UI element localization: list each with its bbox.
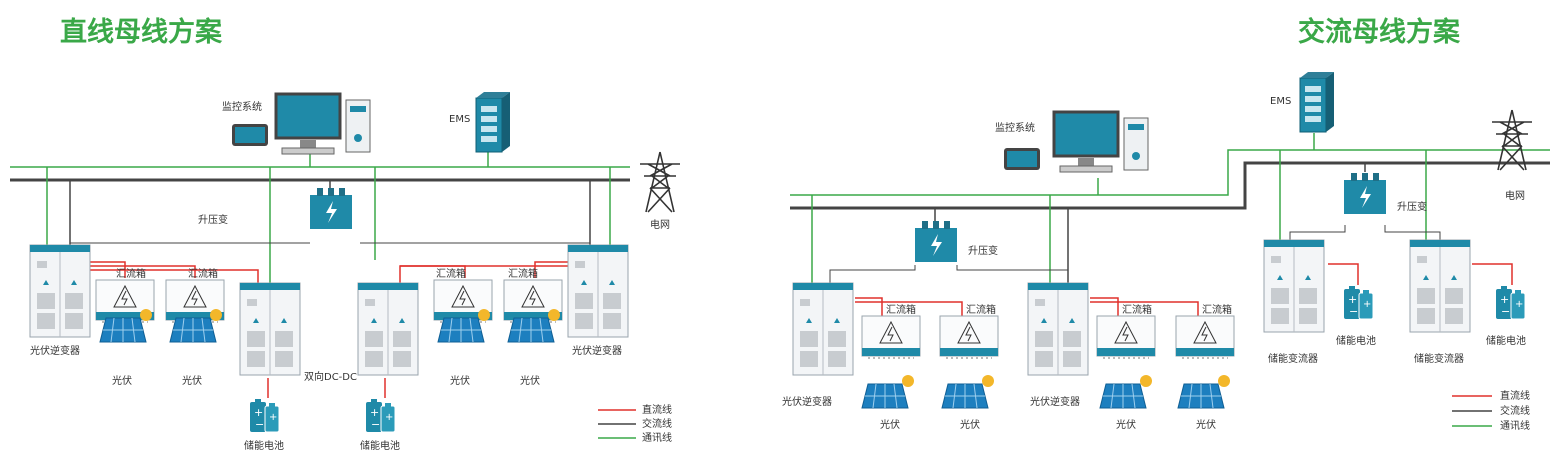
grid-label: 电网	[650, 218, 670, 231]
battery-label-1: 储能电池	[1336, 334, 1376, 347]
pv-label-1: 光伏	[880, 418, 900, 431]
combiner-label-1: 汇流箱	[886, 303, 916, 316]
pv-label-2: 光伏	[960, 418, 980, 431]
combiner-box-icon	[939, 315, 999, 359]
combiner-box-icon	[861, 315, 921, 359]
combiner-label-4: 汇流箱	[508, 267, 538, 280]
battery-label-1: 储能电池	[244, 439, 284, 452]
transformer-icon	[915, 221, 957, 262]
pv-inverter-icon	[792, 282, 854, 376]
combiner-box-icon	[1175, 315, 1235, 359]
pv-label-4: 光伏	[1196, 418, 1216, 431]
battery-icon	[249, 398, 280, 433]
pv-label-3: 光伏	[1116, 418, 1136, 431]
monitor-label: 监控系统	[222, 100, 262, 113]
pv-inverter-left-label: 光伏逆变器	[30, 344, 80, 357]
pcs-label-2: 储能变流器	[1414, 352, 1464, 365]
transformer-icon	[1344, 173, 1386, 214]
pv-inverter-left-icon	[29, 244, 91, 338]
combiner-label-3: 汇流箱	[1122, 303, 1152, 316]
pv-label-3: 光伏	[450, 374, 470, 387]
pcs-icon	[1409, 239, 1471, 333]
ac-bus-diagram: 监控系统 EMS 升压变 升压变 电网 光伏逆变器 光伏逆变器 汇流箱 汇流箱 …	[782, 71, 1550, 432]
grid-tower-icon	[1491, 109, 1533, 171]
pcs-icon	[1263, 239, 1325, 333]
comm-bus-line	[790, 149, 1550, 196]
pcs-label-1: 储能变流器	[1268, 352, 1318, 365]
pv-inverter-right-label: 光伏逆变器	[572, 344, 622, 357]
title-ac-bus: 交流母线方案	[1298, 17, 1460, 48]
dc-bus-diagram: 监控系统 EMS 升压变 电网 光伏逆变器 光伏逆变器 汇流箱 汇流箱 汇流箱 …	[10, 91, 681, 452]
legend-comm: 通讯线	[642, 431, 672, 444]
pv-label-4: 光伏	[520, 374, 540, 387]
combiner-box-icon	[1096, 315, 1156, 359]
title-dc-bus: 直线母线方案	[60, 17, 222, 48]
transformer-right-label: 升压变	[1397, 200, 1427, 213]
legend-ac: 交流线	[1500, 404, 1530, 417]
battery-label-2: 储能电池	[360, 439, 400, 452]
legend: 直流线 交流线 通讯线	[598, 403, 672, 444]
transformer-icon	[310, 188, 352, 229]
solar-panel-icon	[861, 374, 915, 409]
pv-label-2: 光伏	[182, 374, 202, 387]
tablet-icon	[232, 124, 268, 146]
legend: 直流线 交流线 通讯线	[1452, 389, 1530, 432]
dcdc-right-icon	[357, 282, 419, 376]
solar-panel-icon	[941, 374, 995, 409]
pv-inverter-icon	[1027, 282, 1089, 376]
combiner-label-2: 汇流箱	[966, 303, 996, 316]
computer-icon	[274, 92, 372, 156]
solar-panel-icon	[1177, 374, 1231, 409]
battery-icon	[1343, 285, 1374, 320]
ac-bus-line	[790, 161, 1550, 210]
legend-comm: 通讯线	[1500, 419, 1530, 432]
solar-panel-icon	[1099, 374, 1153, 409]
legend-dc: 直流线	[1500, 389, 1530, 402]
combiner-label-2: 汇流箱	[188, 267, 218, 280]
battery-icon	[365, 398, 396, 433]
combiner-label-4: 汇流箱	[1202, 303, 1232, 316]
legend-dc: 直流线	[642, 403, 672, 416]
ems-server-icon	[1299, 71, 1335, 133]
dcdc-left-icon	[239, 282, 301, 376]
transformer-label: 升压变	[198, 213, 228, 226]
ems-label: EMS	[1270, 96, 1291, 107]
monitor-label: 监控系统	[995, 121, 1035, 134]
grid-tower-icon	[639, 151, 681, 213]
transformer-left-label: 升压变	[968, 244, 998, 257]
battery-label-2: 储能电池	[1486, 334, 1526, 347]
pv-inverter-right-icon	[567, 244, 629, 338]
ems-server-icon	[475, 91, 511, 153]
combiner-label-1: 汇流箱	[116, 267, 146, 280]
pv-inverter-label-2: 光伏逆变器	[1030, 395, 1080, 408]
pv-label-1: 光伏	[112, 374, 132, 387]
grid-label: 电网	[1505, 189, 1525, 202]
ems-label: EMS	[449, 114, 470, 125]
combiner-label-3: 汇流箱	[436, 267, 466, 280]
tablet-icon	[1004, 148, 1040, 170]
computer-icon	[1052, 110, 1150, 174]
legend-ac: 交流线	[642, 417, 672, 430]
pv-inverter-label-1: 光伏逆变器	[782, 395, 832, 408]
battery-icon	[1495, 285, 1526, 320]
dcdc-label: 双向DC-DC	[304, 370, 357, 383]
